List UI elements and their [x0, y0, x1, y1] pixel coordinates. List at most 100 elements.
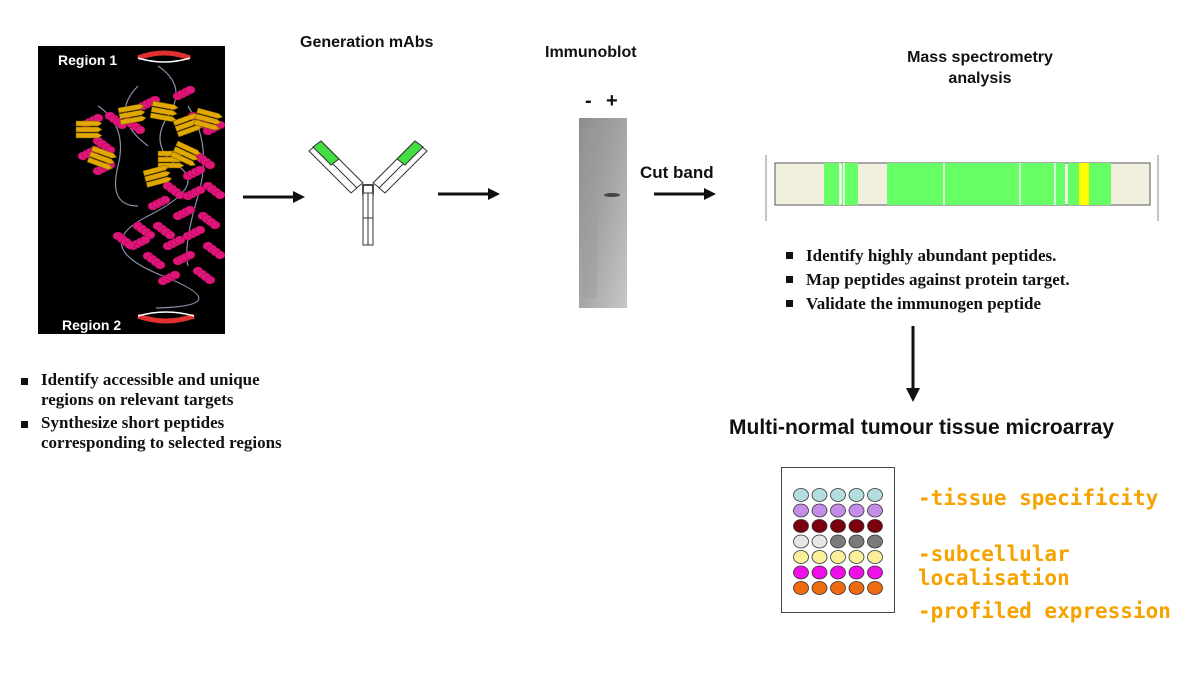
helix-segment — [104, 111, 128, 130]
beta-sheet — [117, 103, 147, 126]
ms-title-line1: Mass spectrometry — [907, 49, 1053, 66]
helix-segment — [197, 211, 221, 230]
helix-segment — [152, 221, 176, 240]
arrow-to-antibody — [243, 191, 305, 203]
ms-bullet-list: Identify highly abundant peptides. Map p… — [784, 244, 1164, 316]
matched-peptide-segment — [887, 163, 1065, 205]
cut-band-label: Cut band — [640, 163, 714, 182]
tma-core — [829, 487, 846, 502]
tma-core — [792, 580, 809, 595]
tma-core — [792, 487, 809, 502]
tma-core — [848, 518, 864, 533]
helix-segment — [182, 225, 206, 241]
beta-sheet — [75, 120, 103, 139]
tma-core — [866, 549, 883, 564]
tma-title: Multi-normal tumour tissue microarray — [729, 416, 1115, 439]
helix-segment — [157, 270, 181, 286]
helix-segment — [192, 266, 216, 285]
arrow-to-tma — [906, 326, 920, 402]
ms-bullet-item: Validate the immunogen peptide — [784, 292, 1164, 316]
matched-peptide-segment — [1105, 163, 1111, 205]
tma-core — [811, 487, 827, 502]
tma-core — [848, 503, 864, 517]
ms-title-line2: analysis — [948, 70, 1012, 87]
tissue-microarray — [781, 467, 895, 613]
arrow-to-ms — [654, 188, 716, 200]
tma-core — [811, 518, 827, 533]
helix-segment — [172, 85, 196, 101]
left-bullet-item: Synthesize short peptides corresponding … — [19, 413, 299, 453]
tma-core — [866, 565, 883, 579]
helix-segment — [162, 235, 186, 251]
arrow-to-immunoblot — [438, 188, 500, 200]
tma-core — [792, 565, 809, 579]
helix-segment — [182, 165, 206, 181]
tma-core — [792, 534, 809, 548]
helix-segment — [202, 241, 225, 260]
tma-core — [848, 580, 864, 595]
tma-core — [866, 503, 883, 517]
generation-mabs-title: Generation mAbs — [300, 34, 434, 51]
helix-segment — [172, 250, 196, 266]
tma-core — [829, 534, 846, 548]
beta-sheet — [193, 107, 223, 131]
tma-core — [811, 565, 827, 579]
region-2-label: Region 2 — [62, 317, 122, 333]
tma-core — [848, 487, 864, 502]
outcome-profiled-expression: -profiled expression — [918, 599, 1171, 623]
helix-segment — [127, 235, 151, 251]
blot-band — [604, 193, 620, 197]
tma-core — [829, 549, 846, 564]
tma-core — [866, 534, 883, 548]
beta-sheet — [149, 100, 179, 122]
tma-core — [811, 549, 827, 564]
sheet-cluster — [75, 100, 223, 188]
blot-minus-label: - — [585, 90, 592, 112]
immunoblot-strip — [579, 118, 627, 308]
blot-plus-label: + — [606, 90, 618, 112]
left-bullet-list: Identify accessible and unique regions o… — [19, 370, 299, 456]
region-2-arc — [137, 311, 195, 324]
left-bullet-item: Identify accessible and unique regions o… — [19, 370, 299, 410]
beta-sheet — [170, 140, 201, 166]
tma-core — [829, 565, 846, 579]
matched-peptide-segment — [824, 163, 840, 205]
tma-core — [848, 549, 864, 564]
outcome-subcellular-localisation: -subcellular localisation — [918, 542, 1070, 590]
beta-sheet — [142, 165, 173, 188]
helix-segment — [147, 195, 171, 211]
helix-segment — [182, 185, 206, 201]
tma-core — [866, 580, 883, 595]
immunoblot-title: Immunoblot — [545, 44, 637, 61]
peptide-coverage-bar — [765, 155, 1159, 221]
region-1-arc — [137, 50, 191, 63]
tma-core — [829, 580, 846, 595]
tma-core — [811, 580, 827, 595]
protein-structure-panel: Region 1 Region 2 — [38, 46, 225, 334]
tma-core — [829, 518, 846, 533]
tma-core — [829, 503, 846, 517]
tma-core — [866, 518, 883, 533]
tma-core — [792, 518, 809, 533]
tma-core — [792, 549, 809, 564]
helix-cluster — [77, 85, 225, 286]
tma-core — [811, 534, 827, 548]
region-1-label: Region 1 — [58, 52, 118, 68]
immunogen-peptide-segment — [1079, 163, 1089, 205]
helix-segment — [112, 231, 136, 250]
helix-segment — [202, 181, 225, 200]
ms-bullet-item: Map peptides against protein target. — [784, 268, 1164, 292]
ms-bullet-item: Identify highly abundant peptides. — [784, 244, 1164, 268]
matched-peptide-segment — [842, 163, 858, 205]
tma-core — [792, 503, 809, 517]
helix-segment — [162, 181, 186, 200]
helix-segment — [172, 205, 196, 221]
tma-core — [848, 565, 864, 579]
ms-title: Mass spectrometry analysis — [880, 47, 1080, 89]
protein-structure-image — [75, 50, 225, 324]
tma-core — [811, 503, 827, 517]
antibody-icon — [308, 140, 428, 246]
outcome-tissue-specificity: -tissue specificity — [918, 486, 1159, 510]
tma-core — [848, 534, 864, 548]
helix-segment — [142, 251, 166, 270]
